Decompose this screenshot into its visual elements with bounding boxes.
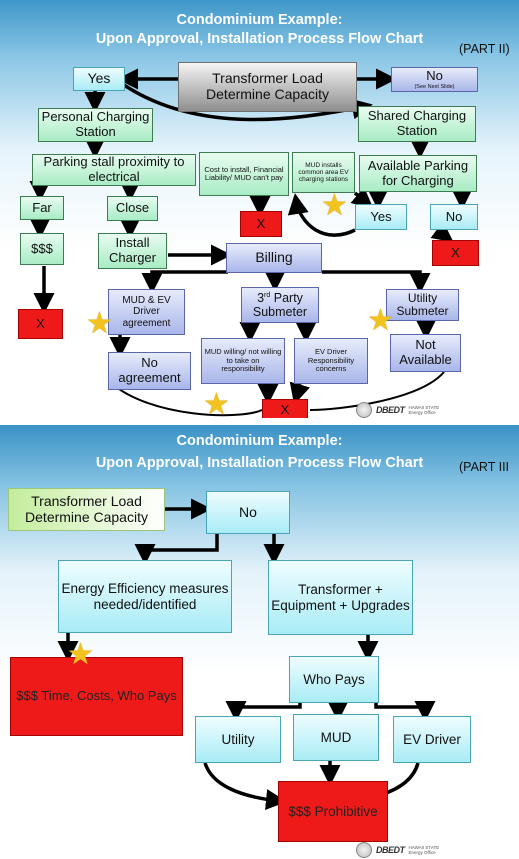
x-box-far: X — [18, 309, 63, 339]
ev-driver-box: EV Driver — [393, 716, 471, 763]
star-icon: ★ — [86, 307, 113, 340]
yes-box: Yes — [73, 67, 125, 91]
available-parking-box: Available Parking for Charging — [359, 155, 477, 192]
slide-part-3: Condominium Example: Upon Approval, Inst… — [0, 425, 519, 859]
no-parking-box: No — [430, 204, 478, 230]
transformer-upgrades-box: Transformer + Equipment + Upgrades — [268, 560, 413, 635]
slide2-logo: DBEDT HAWAII STATE Energy Office — [356, 842, 439, 858]
logo-small-line1: HAWAII STATE — [408, 845, 440, 850]
no-box: No (See Next Slide) — [391, 67, 478, 92]
slide2-connectors — [57, 498, 436, 811]
ev-driver-responsibility-box: EV Driver Responsibility concerns — [294, 338, 368, 384]
x-box-no-parking: X — [432, 240, 479, 266]
see-next-slide-label: (See Next Slide) — [414, 83, 455, 90]
not-available-box: Not Available — [390, 334, 461, 372]
slide1-logo: DBEDT HAWAII STATE Energy Office — [356, 402, 439, 418]
logo-small-line2: Energy Office — [408, 850, 436, 855]
utility-submeter-box: Utility Submeter — [386, 289, 459, 321]
state-seal-icon — [356, 842, 372, 858]
install-charger-box: Install Charger — [98, 233, 167, 269]
state-seal-icon — [356, 402, 372, 418]
far-box: Far — [20, 196, 64, 220]
third-party-submeter-box: 3rd Party Submeter — [241, 287, 319, 323]
yes-parking-box: Yes — [355, 204, 407, 230]
slide2-title-line1: Condominium Example: — [176, 433, 343, 449]
x-box-cost: X — [240, 211, 282, 237]
utility-box: Utility — [195, 716, 281, 763]
logo-small-line1: HAWAII STATE — [408, 405, 440, 410]
close-box: Close — [107, 196, 158, 221]
star-icon: ★ — [203, 388, 230, 419]
slide1-title-line2: Upon Approval, Installation Process Flow… — [95, 31, 424, 47]
star-icon: ★ — [67, 638, 94, 671]
transformer-load-box: Transformer Load Determine Capacity — [178, 62, 357, 112]
cost-dollars-box: $$$ — [20, 233, 64, 265]
slide1-title-line1: Condominium Example: — [176, 12, 343, 28]
shared-charging-station-box: Shared Charging Station — [358, 106, 476, 142]
prohibitive-box: $$$ Prohibitive — [278, 781, 388, 842]
mud-ev-agreement-box: MUD & EV Driver agreement — [108, 289, 185, 335]
mud-willing-box: MUD willing/ not willing to take on resp… — [201, 338, 285, 384]
slide1-part-label: (PART II) — [459, 42, 510, 56]
who-pays-box: Who Pays — [289, 656, 379, 703]
mud-installs-box: MUD installs common area EV charging sta… — [292, 152, 355, 193]
slide2-part-label: (PART III — [459, 460, 510, 474]
parking-stall-box: Parking stall proximity to electrical — [32, 154, 196, 186]
time-costs-who-pays-box: $$$ Time, Costs, Who Pays — [10, 657, 183, 736]
star-icon: ★ — [321, 189, 348, 222]
x-box-mud-willing: X — [262, 399, 308, 418]
transformer-load-box-2: Transformer Load Determine Capacity — [8, 488, 165, 531]
logo-small-line2: Energy Office — [408, 410, 436, 415]
slide-part-2: Condominium Example: Upon Approval, Inst… — [0, 0, 519, 418]
star-icon: ★ — [367, 304, 394, 337]
third-party-label: 3rd Party Submeter — [252, 291, 308, 319]
personal-charging-station-box: Personal Charging Station — [38, 108, 153, 142]
no-label: No — [426, 68, 443, 84]
dbedt-logo-text: DBEDT — [376, 845, 405, 855]
billing-box: Billing — [226, 243, 322, 273]
cost-to-install-box: Cost to install, Financial Liability/ MU… — [199, 152, 289, 196]
no-agreement-box: No agreement — [108, 352, 191, 390]
slide2-title-line2: Upon Approval, Installation Process Flow… — [95, 455, 424, 471]
energy-efficiency-box: Energy Efficiency measures needed/identi… — [58, 560, 232, 633]
dbedt-logo-text: DBEDT — [376, 405, 405, 415]
mud-box: MUD — [293, 714, 379, 761]
no-box-2: No — [206, 491, 290, 534]
